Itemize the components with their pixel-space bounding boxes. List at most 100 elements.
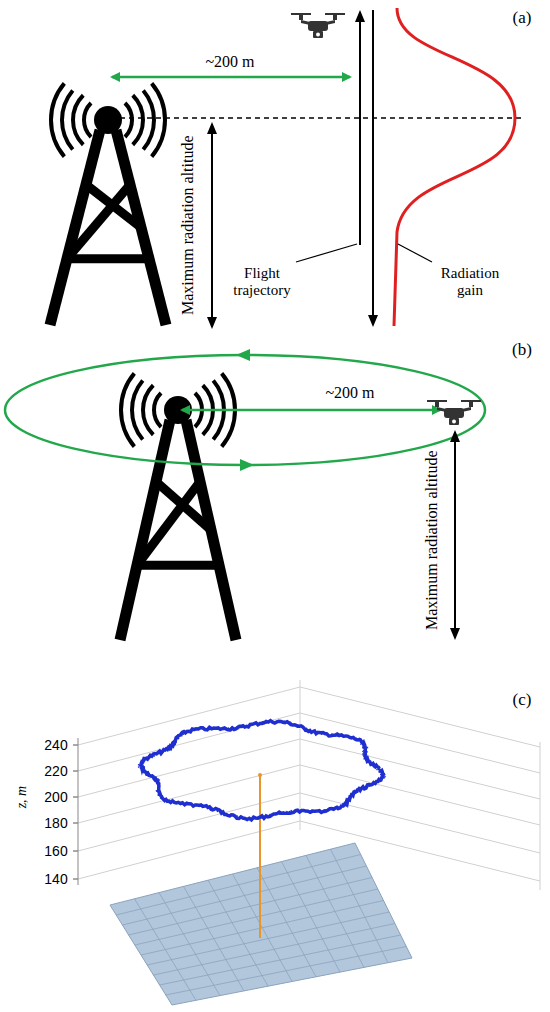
flight-point xyxy=(183,734,185,736)
flight-point xyxy=(251,723,253,725)
flight-point xyxy=(227,814,229,816)
flight-point xyxy=(144,766,146,768)
flight-point xyxy=(265,722,267,724)
flight-point xyxy=(246,726,248,728)
flight-point xyxy=(365,750,367,752)
flight-point xyxy=(347,736,349,738)
flight-point xyxy=(374,763,376,765)
radio-wave xyxy=(84,103,91,137)
flight-point xyxy=(170,746,172,748)
flight-point xyxy=(231,727,233,729)
stroke xyxy=(78,687,300,745)
stroke xyxy=(153,924,395,976)
flight-point xyxy=(360,743,362,745)
stroke xyxy=(141,901,384,956)
flight-point xyxy=(350,736,352,738)
flight-point xyxy=(278,720,280,722)
flight-point xyxy=(362,753,364,755)
flight-point xyxy=(173,744,175,746)
flight-point xyxy=(159,779,161,781)
stroke xyxy=(73,851,78,852)
radio-wave xyxy=(143,90,154,149)
flight-point xyxy=(383,773,385,775)
flight-point xyxy=(354,791,356,793)
flight-point xyxy=(159,751,161,753)
flight-point xyxy=(305,811,307,813)
radio-wave xyxy=(152,83,165,156)
flight-point xyxy=(320,810,322,812)
flight-point xyxy=(348,801,350,803)
flight-point xyxy=(379,770,381,772)
distance-label: ~200 m xyxy=(325,384,374,402)
flight-point xyxy=(244,726,246,728)
flight-point xyxy=(379,771,381,773)
flight-point xyxy=(366,759,368,761)
flight-point xyxy=(361,741,363,743)
flight-point xyxy=(327,809,329,811)
flight-point xyxy=(197,728,199,730)
flight-point xyxy=(348,800,350,802)
flight-point xyxy=(194,729,196,731)
altitude-label: Maximum radiation altitude xyxy=(423,450,441,630)
flight-point xyxy=(212,728,214,730)
orbit-arrowhead xyxy=(236,349,250,361)
flight-point xyxy=(384,774,386,776)
flight-point xyxy=(372,763,374,765)
flight-point xyxy=(311,810,313,812)
flight-point xyxy=(355,739,357,741)
flight-point xyxy=(272,720,274,722)
flight-point xyxy=(362,747,364,749)
flight-point xyxy=(257,817,259,819)
flight-point xyxy=(381,777,383,779)
stroke xyxy=(257,868,316,977)
flight-point xyxy=(365,757,367,759)
flight-point xyxy=(360,787,362,789)
stroke xyxy=(300,713,540,773)
flight-point xyxy=(160,797,162,799)
gain-label: Radiation gain xyxy=(435,265,505,300)
flight-point xyxy=(337,809,339,811)
flight-point xyxy=(336,735,338,737)
flight-point xyxy=(374,783,376,785)
flight-point xyxy=(369,786,371,788)
flight-point xyxy=(279,813,281,815)
axis-tick: 240 xyxy=(44,737,67,753)
flight-point xyxy=(337,809,339,811)
flight-ring xyxy=(141,721,383,820)
flight-point xyxy=(283,811,285,813)
flight-point xyxy=(174,744,176,746)
drone-icon xyxy=(291,14,345,38)
flight-point xyxy=(288,723,290,725)
flight-point xyxy=(220,727,222,729)
flight-point xyxy=(365,749,367,751)
flight-point xyxy=(239,817,241,819)
dashed-line xyxy=(120,117,525,119)
stroke xyxy=(300,739,540,799)
flight-point xyxy=(194,730,196,732)
axis-tick: 160 xyxy=(44,843,67,859)
flight-point xyxy=(156,779,158,781)
tower-brace xyxy=(67,185,130,259)
flight-point xyxy=(138,764,140,766)
trajectory-down xyxy=(372,10,374,325)
flight-point xyxy=(297,724,299,726)
flight-point xyxy=(353,794,355,796)
stroke xyxy=(300,765,540,825)
flight-point xyxy=(363,752,365,754)
distance-label: ~200 m xyxy=(205,53,254,71)
flight-point xyxy=(159,785,161,787)
stroke xyxy=(160,935,401,985)
flight-point xyxy=(363,758,365,760)
flight-point xyxy=(173,745,175,747)
flight-point xyxy=(251,819,253,821)
flight-point xyxy=(261,816,263,818)
flight-point xyxy=(248,725,250,727)
flight-point xyxy=(369,760,371,762)
stroke xyxy=(300,680,301,830)
flight-point xyxy=(290,722,292,724)
radio-wave xyxy=(154,393,161,427)
flight-point xyxy=(310,730,312,732)
flight-point xyxy=(165,748,167,750)
panel-label: (a) xyxy=(513,8,532,28)
flight-point xyxy=(256,722,258,724)
